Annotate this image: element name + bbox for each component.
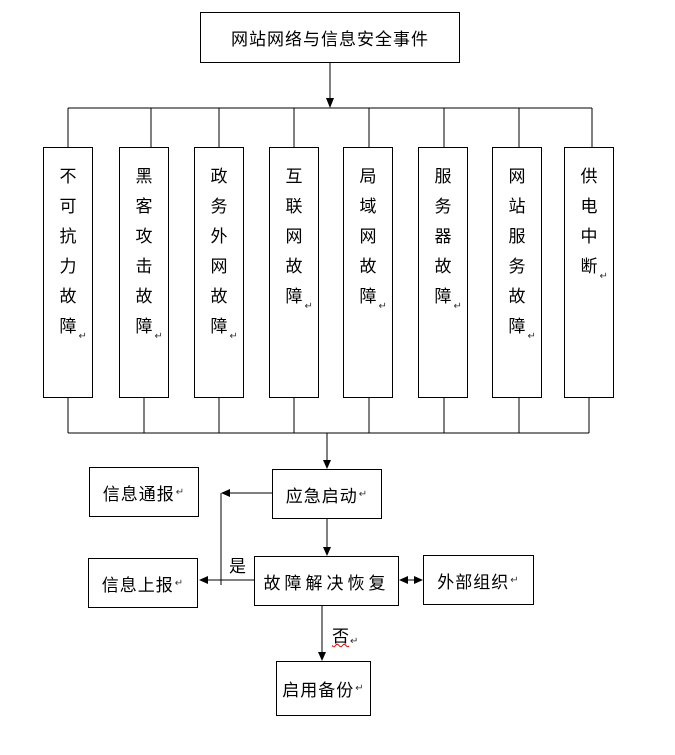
external-org-label: 外部组织	[437, 572, 510, 593]
category-char: 外	[210, 227, 228, 247]
category-char: 可	[59, 197, 77, 217]
category-char: 政	[210, 167, 228, 187]
paragraph-mark: ↵	[358, 488, 369, 500]
category-box: 网站服务故障网站服务故障↵	[492, 147, 542, 398]
category-char: 网	[285, 227, 303, 247]
category-box: 黑客攻击故障黑客攻击故障↵	[119, 147, 169, 398]
category-char: 故	[59, 287, 77, 307]
emergency-start-label: 应急启动	[285, 486, 358, 507]
category-char: 域	[359, 197, 377, 217]
info-report-box: 信息上报↵	[88, 558, 198, 608]
category-char: 网	[210, 257, 228, 277]
paragraph-mark: ↵	[304, 301, 313, 312]
category-char: 攻	[135, 227, 153, 247]
category-char: 服	[508, 227, 526, 247]
category-char: 击	[135, 257, 153, 277]
paragraph-mark: ↵	[453, 301, 462, 312]
paragraph-mark: ↵	[355, 683, 365, 694]
category-char: 障↵	[211, 312, 238, 342]
edge-label-yes: 是	[229, 557, 246, 577]
category-box: 服务器故障服务器故障↵	[418, 147, 468, 398]
paragraph-mark: ↵	[527, 331, 536, 342]
edge-label-no: 否↵	[332, 622, 358, 647]
category-box: 供电中断供电中断↵	[564, 147, 614, 398]
category-box: 局域网故障局域网故障↵	[343, 147, 393, 398]
category-char: 抗	[59, 227, 77, 247]
paragraph-mark: ↵	[175, 486, 186, 498]
category-char: 客	[135, 197, 153, 217]
category-char: 务	[508, 257, 526, 277]
category-char: 器	[434, 227, 452, 247]
category-char: 故	[359, 257, 377, 277]
category-char: 故	[210, 287, 228, 307]
enable-backup-box: 启用备份↵	[276, 661, 371, 716]
edge-label-no-text: 否	[332, 627, 349, 647]
info-report-label: 信息上报	[101, 575, 174, 596]
info-notify-label: 信息通报	[102, 484, 175, 505]
category-char: 力	[59, 257, 77, 277]
fault-resolve-label: 故障解决恢复	[263, 573, 390, 594]
category-box: 不可抗力故障不可抗力故障↵	[43, 147, 93, 398]
category-char: 障↵	[509, 312, 536, 342]
category-char: 电	[580, 197, 598, 217]
category-char: 障↵	[136, 312, 163, 342]
category-char: 故	[508, 287, 526, 307]
category-char: 互	[285, 167, 303, 187]
category-char: 黑	[135, 167, 153, 187]
category-char: 中	[580, 227, 598, 247]
paragraph-mark: ↵	[229, 331, 238, 342]
paragraph-mark: ↵	[510, 574, 520, 586]
info-notify-box: 信息通报↵	[89, 467, 199, 517]
category-char: 供	[580, 167, 598, 187]
paragraph-mark: ↵	[378, 301, 387, 312]
paragraph-mark: ↵	[78, 331, 87, 342]
category-char: 网	[508, 167, 526, 187]
category-char: 局	[359, 167, 377, 187]
enable-backup-label: 启用备份	[282, 681, 355, 701]
external-org-box: 外部组织↵	[423, 555, 534, 605]
paragraph-mark: ↵	[154, 331, 163, 342]
paragraph-mark: ↵	[599, 271, 608, 282]
emergency-start-box: 应急启动↵	[272, 469, 382, 519]
category-char: 服	[434, 167, 452, 187]
category-char: 障↵	[435, 282, 462, 312]
category-char: 障↵	[360, 282, 387, 312]
top-event-box: 网站网络与信息安全事件	[200, 12, 460, 63]
category-box: 政务外网故障政务外网故障↵	[194, 147, 244, 398]
category-char: 网	[359, 227, 377, 247]
category-char: 故	[434, 257, 452, 277]
category-char: 故	[135, 287, 153, 307]
category-char: 障↵	[60, 312, 87, 342]
paragraph-mark: ↵	[174, 577, 185, 589]
paragraph-mark: ↵	[350, 636, 359, 647]
category-char: 联	[285, 197, 303, 217]
fault-resolve-box: 故障解决恢复	[254, 556, 399, 606]
category-char: 断↵	[581, 252, 608, 282]
category-box: 互联网故障互联网故障↵	[269, 147, 319, 398]
top-event-label: 网站网络与信息安全事件	[231, 30, 429, 50]
category-char: 务	[210, 197, 228, 217]
category-char: 障↵	[286, 282, 313, 312]
category-char: 务	[434, 197, 452, 217]
category-char: 站	[508, 197, 526, 217]
category-char: 不	[59, 167, 77, 187]
category-char: 故	[285, 257, 303, 277]
